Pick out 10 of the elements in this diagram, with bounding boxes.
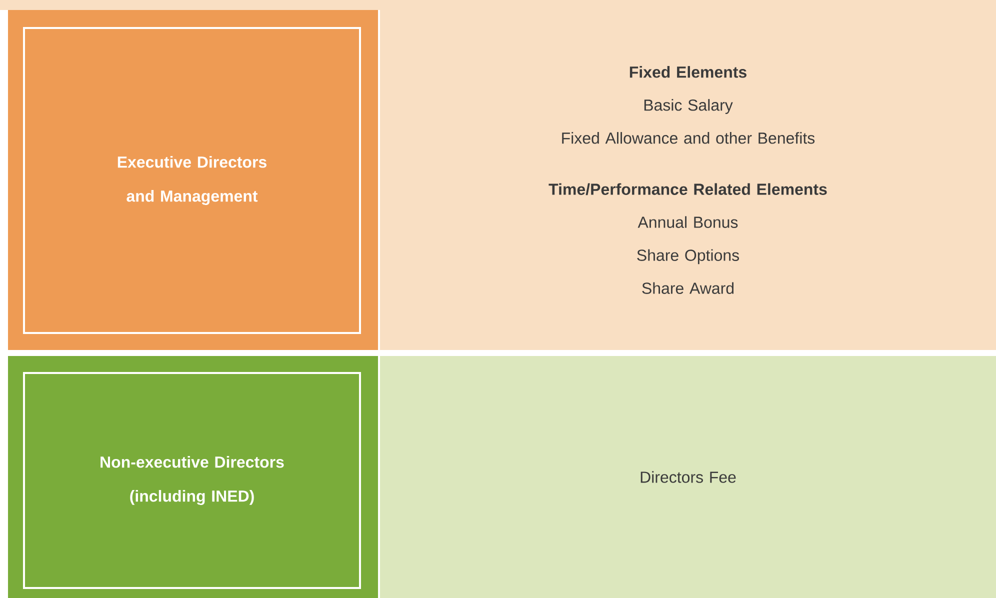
node-label: Annual Bonus xyxy=(638,216,738,228)
node-label: Fixed Elements xyxy=(630,66,746,78)
node-label: Fixed Allowance and other Benefits xyxy=(562,132,815,144)
node-label: Basic Salary xyxy=(644,99,733,114)
element-panel: Directors Fee xyxy=(380,356,996,598)
category-box: Executive Directors and Management xyxy=(23,27,361,334)
node-label: Time/Performance Related Elements xyxy=(548,183,827,196)
node-label: Share Options xyxy=(637,249,739,264)
node-label: Share Award xyxy=(642,282,734,294)
category-box: Non-executive Directors (including INED) xyxy=(23,372,361,589)
